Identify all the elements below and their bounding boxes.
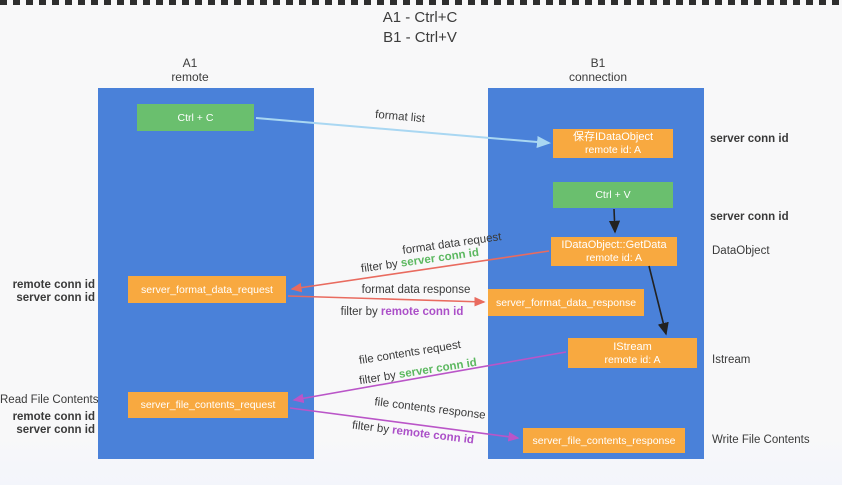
lifeline-b1-role: connection <box>568 70 628 84</box>
format-data-response-filter-label: filter by remote conn id <box>341 306 464 318</box>
server-format-data-request-label: server_format_data_request <box>141 283 273 296</box>
getdata-title: IDataObject::GetData <box>561 239 667 251</box>
node-ctrl-c: Ctrl + C <box>137 104 254 131</box>
filter-by-text: filter by <box>351 419 393 437</box>
dataobject-annotation: DataObject <box>712 245 770 257</box>
getdata-remote-id: remote id: A <box>585 252 643 264</box>
diagram-title: A1 - Ctrl+C B1 - Ctrl+V <box>340 8 500 48</box>
remote-conn-id-annotation-mid: remote conn id <box>12 279 95 291</box>
server-conn-id-key: server conn id <box>398 356 478 381</box>
server-file-contents-request-label: server_file_contents_request <box>140 399 276 411</box>
istream-title: IStream <box>613 340 652 353</box>
istream-remote-id: remote id: A <box>604 353 661 366</box>
write-file-contents-annotation: Write File Contents <box>712 434 810 446</box>
node-idataobject-getdata: IDataObject::GetData remote id: A <box>551 237 677 266</box>
server-conn-id-annotation-left-bottom: server conn id <box>16 424 95 436</box>
server-conn-id-annotation-mid: server conn id <box>710 211 789 223</box>
ctrl-v-label: Ctrl + V <box>595 189 631 201</box>
lifeline-a1-role: remote <box>171 70 209 84</box>
server-conn-id-annotation-left-mid: server conn id <box>16 292 95 304</box>
title-line-a1: A1 - Ctrl+C <box>382 9 458 26</box>
read-file-contents-annotation: Read File Contents <box>0 394 99 406</box>
lifeline-b1-name: B1 <box>590 56 606 70</box>
machine-separator-dotted-line <box>0 0 842 5</box>
remote-conn-id-annotation-bottom: remote conn id <box>12 411 95 423</box>
server-format-data-response-label: server_format_data_response <box>495 296 637 309</box>
node-server-format-data-request: server_format_data_request <box>128 276 286 303</box>
save-idataobject-title: 保存IDataObject <box>572 131 654 143</box>
lifeline-header-b1: B1 connection <box>538 56 658 84</box>
istream-annotation: Istream <box>712 354 751 366</box>
save-idataobject-remote-id: remote id: A <box>584 144 642 156</box>
node-server-file-contents-response: server_file_contents_response <box>523 428 685 453</box>
file-contents-response-label: file contents response <box>373 396 487 422</box>
server-file-contents-response-label: server_file_contents_response <box>532 434 676 447</box>
remote-conn-id-key: remote conn id <box>391 424 475 447</box>
server-conn-id-annotation-top: server conn id <box>710 133 789 145</box>
file-contents-response-filter-label: filter by remote conn id <box>351 420 474 447</box>
node-server-file-contents-request: server_file_contents_request <box>128 392 288 418</box>
filter-by-text: filter by <box>340 306 381 318</box>
filter-by-text: filter by <box>360 257 402 276</box>
node-istream: IStream remote id: A <box>568 338 697 368</box>
format-list-label: format list <box>374 108 426 126</box>
ctrl-c-label: Ctrl + C <box>177 111 214 124</box>
lifeline-a1-name: A1 <box>182 56 198 70</box>
node-server-format-data-response: server_format_data_response <box>488 289 644 316</box>
format-data-response-label: format data response <box>361 284 471 296</box>
filter-by-text: filter by <box>358 369 400 388</box>
node-ctrl-v: Ctrl + V <box>553 182 673 208</box>
lifeline-header-a1: A1 remote <box>130 56 250 84</box>
remote-conn-id-key: remote conn id <box>380 306 464 318</box>
node-save-idataobject: 保存IDataObject remote id: A <box>553 129 673 158</box>
format-data-response-arrow <box>287 295 486 307</box>
title-line-b1: B1 - Ctrl+V <box>383 29 457 46</box>
